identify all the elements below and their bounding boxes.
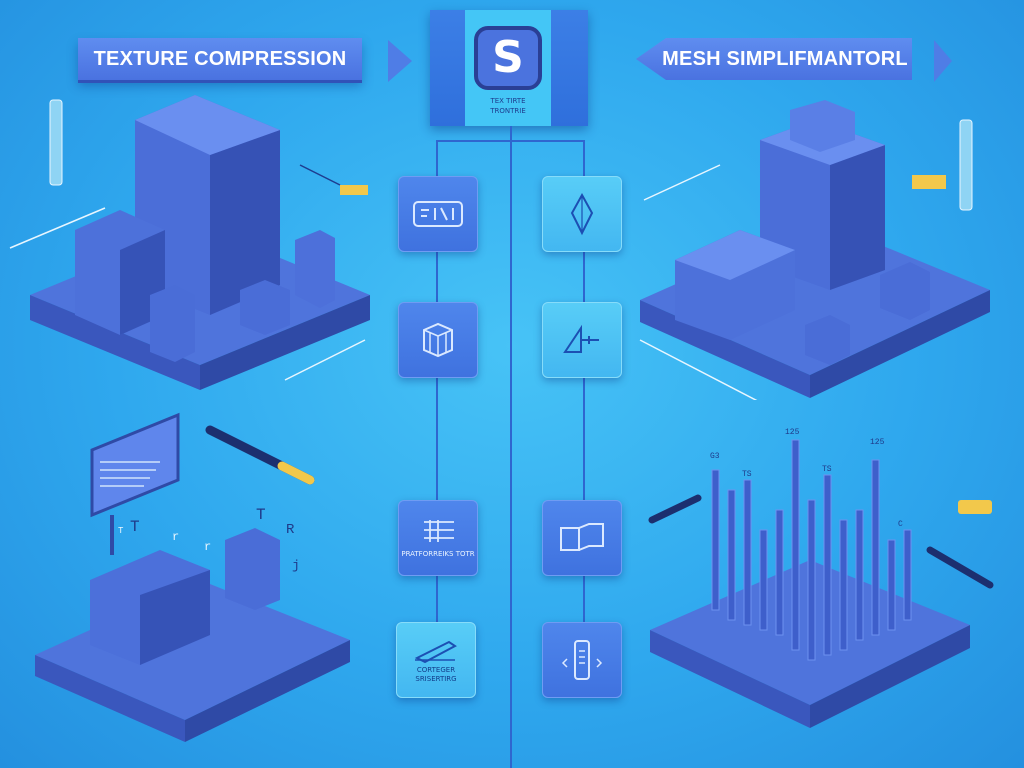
scene-label-bottom-left-5: T: [118, 526, 124, 536]
angle-icon: [563, 324, 599, 353]
mesh-simplification-label: MESH SIMPLIFMANTORL: [662, 47, 908, 70]
book-icon: [560, 523, 604, 551]
tile-cube[interactable]: [398, 302, 478, 378]
scene-label-bottom-right-2: 125: [870, 438, 885, 447]
scene-label-bottom-left-3: R: [286, 522, 295, 538]
pen-icon: [414, 640, 457, 664]
scene-label-bottom-right-5: TS: [822, 465, 832, 474]
logo-s-icon: S: [474, 26, 542, 90]
scene-label-bottom-right-6: C: [898, 520, 903, 529]
texture-board-scene: [35, 412, 350, 742]
center-divider: [510, 126, 512, 768]
tile-angle[interactable]: [542, 302, 622, 378]
texture-compression-label: TEXTURE COMPRESSION: [93, 47, 347, 70]
tile-list[interactable]: PRATFORREIKS TOTR: [398, 500, 478, 576]
right-connector: [583, 140, 585, 660]
city-texture-scene: [9, 95, 370, 390]
vertical-bars-scene: [648, 439, 994, 728]
tile-phone[interactable]: [542, 622, 622, 698]
right-banner-arrow-icon: [934, 40, 952, 82]
scene-label-bottom-left-6: r: [172, 530, 180, 544]
mesh-simplification-banner[interactable]: MESH SIMPLIFMANTORL: [636, 38, 912, 80]
scene-label-bottom-right-3: G3: [710, 452, 720, 461]
diamond-icon: [570, 192, 594, 236]
app-logo: S TEX TIRTE TRONTRIE: [430, 10, 588, 126]
tile-pen-caption: CORTEGER SRISERTIRG: [415, 666, 457, 683]
scene-label-bottom-left-7: r: [204, 540, 212, 554]
scene-label-bottom-right-1: 125: [785, 428, 800, 437]
left-banner-arrow-icon: [388, 40, 412, 82]
texture-badge-icon: [413, 201, 463, 227]
tile-diamond[interactable]: [542, 176, 622, 252]
scene-label-bottom-right-4: TS: [742, 470, 752, 479]
tile-list-caption: PRATFORREIKS TOTR: [401, 549, 475, 558]
texture-compression-banner[interactable]: TEXTURE COMPRESSION: [78, 38, 362, 80]
tile-book[interactable]: [542, 500, 622, 576]
left-connector-top: [436, 140, 511, 142]
mesh-city-scene: [639, 100, 990, 400]
scene-label-bottom-left-4: j: [292, 558, 300, 573]
tile-texture-badge[interactable]: [398, 176, 478, 252]
right-connector-top: [510, 140, 584, 142]
scene-label-bottom-left-2: T: [256, 506, 266, 524]
logo-caption: TEX TIRTE TRONTRIE: [490, 97, 526, 115]
phone-icon: [561, 640, 603, 680]
tile-pen[interactable]: CORTEGER SRISERTIRG: [396, 622, 476, 698]
scene-label-bottom-left-1: T: [130, 518, 140, 536]
left-connector: [436, 140, 438, 660]
cube-icon: [423, 322, 453, 358]
list-icon: [424, 519, 454, 542]
